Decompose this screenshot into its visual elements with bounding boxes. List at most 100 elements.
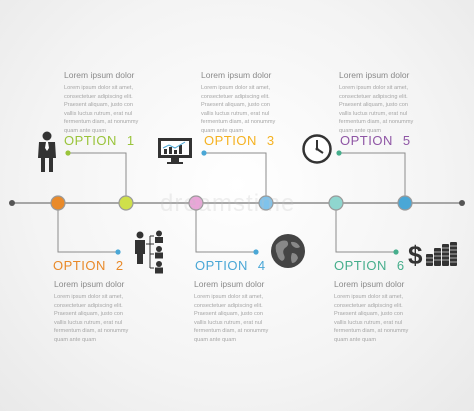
body-line: vallis luctus rutrum, erat nul [64, 110, 133, 117]
option-number: 3 [266, 133, 275, 148]
timeline-node-2 [50, 195, 66, 211]
body-line: consectetuer adipiscing elit. [339, 93, 408, 100]
watermark: dreamstime [160, 190, 296, 217]
text-block-option-2: Lorem ipsum dolor Lorem ipsum dolor sit … [54, 279, 174, 345]
option-number: 4 [257, 258, 266, 273]
option-1-label: OPTION 1 [64, 133, 135, 148]
block-body: Lorem ipsum dolor sit amet, consectetuer… [54, 293, 162, 345]
body-line: quam ante quam [201, 127, 243, 134]
body-line: vallis luctus rutrum, erat nul [201, 110, 270, 117]
body-line: fermentum diam, at nonummy [54, 328, 129, 335]
timeline-start-dot [9, 200, 15, 206]
option-6-label: OPTION 6 [334, 258, 405, 273]
block-body: Lorem ipsum dolor sit amet, consectetuer… [64, 84, 172, 136]
option-2-label: OPTION 2 [53, 258, 124, 273]
body-line: consectetuer adipiscing elit. [201, 93, 270, 100]
body-line: fermentum diam, at nonummy [64, 119, 139, 126]
block-title: Lorem ipsum dolor [339, 70, 410, 80]
body-line: quam ante quam [54, 336, 96, 343]
body-line: vallis luctus rutrum, erat nul [334, 319, 403, 326]
block-body: Lorem ipsum dolor sit amet, consectetuer… [194, 293, 302, 345]
body-line: fermentum diam, at nonummy [339, 119, 414, 126]
globe-icon [271, 234, 305, 268]
body-line: Lorem ipsum dolor sit amet, [54, 294, 124, 300]
block-body: Lorem ipsum dolor sit amet, consectetuer… [339, 84, 447, 136]
body-line: quam ante quam [334, 336, 376, 343]
body-line: vallis luctus rutrum, erat nul [54, 319, 123, 326]
connector-option-6 [335, 210, 396, 253]
block-title: Lorem ipsum dolor [334, 279, 405, 289]
body-line: consectetuer adipiscing elit. [194, 302, 263, 309]
option-word: OPTION [53, 258, 106, 273]
option-number: 6 [396, 258, 405, 273]
endpoint-dot-3 [201, 150, 207, 156]
body-line: Praesent aliquam, justo con [54, 311, 124, 318]
body-line: Praesent aliquam, justo con [194, 311, 264, 318]
body-line: Lorem ipsum dolor sit amet, [201, 85, 271, 91]
body-line: Lorem ipsum dolor sit amet, [64, 85, 134, 91]
body-line: Lorem ipsum dolor sit amet, [334, 294, 404, 300]
block-body: Lorem ipsum dolor sit amet, consectetuer… [334, 293, 442, 345]
block-title: Lorem ipsum dolor [201, 70, 272, 80]
body-line: Lorem ipsum dolor sit amet, [194, 294, 264, 300]
timeline-node-6 [328, 195, 344, 211]
body-line: fermentum diam, at nonummy [194, 328, 269, 335]
option-number: 5 [402, 133, 411, 148]
body-line: fermentum diam, at nonummy [334, 328, 409, 335]
monitor-chart-icon [158, 138, 192, 164]
org-chart-icon [135, 230, 163, 274]
connector-option-2 [57, 210, 118, 253]
endpoint-dot-1 [65, 150, 71, 156]
body-line: Praesent aliquam, justo con [201, 102, 271, 109]
timeline-node-4 [188, 195, 204, 211]
endpoint-dot-2 [115, 249, 121, 255]
option-word: OPTION [334, 258, 387, 273]
businessman-icon [38, 131, 56, 172]
option-5-label: OPTION 5 [340, 133, 411, 148]
endpoint-dot-4 [253, 249, 259, 255]
svg-text:$: $ [408, 240, 423, 268]
block-body: Lorem ipsum dolor sit amet, consectetuer… [201, 84, 309, 136]
option-number: 2 [115, 258, 124, 273]
text-block-option-6: Lorem ipsum dolor Lorem ipsum dolor sit … [334, 279, 454, 345]
timeline-end-dot [459, 200, 465, 206]
timeline-node-5 [397, 195, 413, 211]
option-4-label: OPTION 4 [195, 258, 266, 273]
endpoint-dot-6 [393, 249, 399, 255]
body-line: consectetuer adipiscing elit. [334, 302, 403, 309]
option-word: OPTION [340, 133, 393, 148]
timeline-node-3 [258, 195, 274, 211]
body-line: fermentum diam, at nonummy [201, 119, 276, 126]
option-word: OPTION [204, 133, 257, 148]
body-line: quam ante quam [194, 336, 236, 343]
endpoint-dot-5 [336, 150, 342, 156]
body-line: quam ante quam [64, 127, 106, 134]
body-line: consectetuer adipiscing elit. [54, 302, 123, 309]
option-word: OPTION [195, 258, 248, 273]
body-line: Praesent aliquam, justo con [339, 102, 409, 109]
connector-option-3 [204, 152, 267, 196]
connector-option-5 [339, 152, 406, 196]
text-block-option-5: Lorem ipsum dolor Lorem ipsum dolor sit … [339, 70, 459, 136]
block-title: Lorem ipsum dolor [194, 279, 265, 289]
option-3-label: OPTION 3 [204, 133, 275, 148]
body-line: Praesent aliquam, justo con [64, 102, 134, 109]
body-line: consectetuer adipiscing elit. [64, 93, 133, 100]
text-block-option-4: Lorem ipsum dolor Lorem ipsum dolor sit … [194, 279, 314, 345]
text-block-option-3: Lorem ipsum dolor Lorem ipsum dolor sit … [201, 70, 321, 136]
timeline-node-1 [118, 195, 134, 211]
body-line: vallis luctus rutrum, erat nul [194, 319, 263, 326]
body-line: quam ante quam [339, 127, 381, 134]
option-number: 1 [126, 133, 135, 148]
body-line: Lorem ipsum dolor sit amet, [339, 85, 409, 91]
connector-option-4 [195, 210, 256, 253]
connector-option-1 [68, 152, 127, 196]
block-title: Lorem ipsum dolor [64, 70, 135, 80]
body-line: vallis luctus rutrum, erat nul [339, 110, 408, 117]
block-title: Lorem ipsum dolor [54, 279, 125, 289]
text-block-option-1: Lorem ipsum dolor Lorem ipsum dolor sit … [64, 70, 184, 136]
option-word: OPTION [64, 133, 117, 148]
clock-icon [302, 134, 332, 164]
dollar-coins-icon: $ [408, 240, 457, 268]
